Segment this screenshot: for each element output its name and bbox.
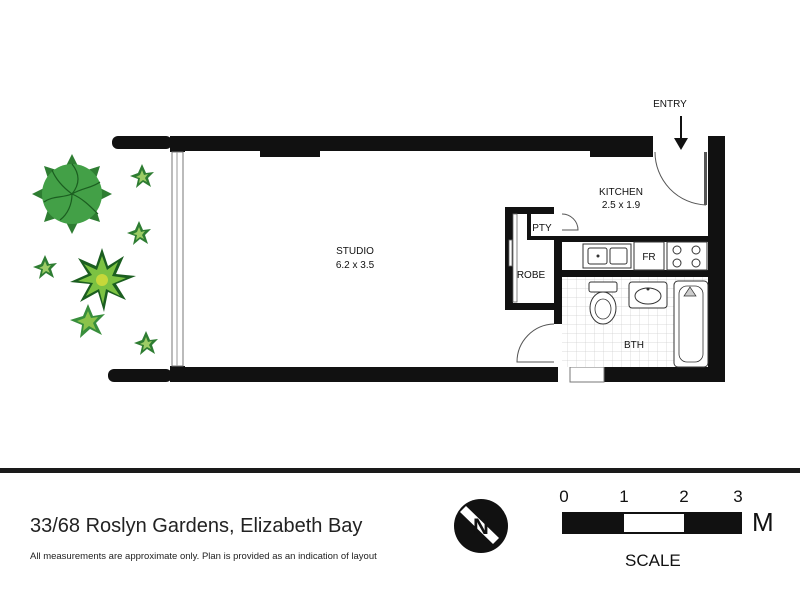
fridge-label: FR	[642, 252, 655, 263]
fridge-icon	[633, 241, 665, 271]
basin-icon	[628, 281, 668, 309]
compass-letter: N	[473, 514, 489, 539]
kitchen-sink-icon	[582, 243, 632, 269]
balcony-rails	[108, 136, 172, 382]
plant-spiky-icon	[70, 248, 136, 312]
scale-tick-2: 2	[679, 487, 689, 506]
entry-label: ENTRY	[653, 99, 687, 110]
cooktop-icon	[666, 241, 708, 271]
scale-tick-0: 0	[559, 487, 569, 506]
scale-tick-1: 1	[619, 487, 629, 506]
pantry-door[interactable]	[561, 213, 579, 231]
scale-segment-black	[684, 512, 742, 534]
plant-medium-icon	[70, 304, 105, 338]
plant-small-icon	[33, 255, 57, 279]
property-address: 33/68 Roslyn Gardens, Elizabeth Bay	[30, 515, 363, 537]
footer-divider	[0, 468, 800, 473]
balcony-sliding-door[interactable]	[171, 151, 184, 367]
scale-segment-black	[562, 512, 624, 534]
robe-sliding-door[interactable]	[508, 213, 518, 303]
robe-label: ROBE	[517, 270, 546, 281]
studio-dims: 6.2 x 3.5	[336, 260, 375, 271]
kitchen-label: KITCHEN	[599, 187, 643, 198]
plant-small-icon	[127, 221, 151, 245]
plant-small-icon	[130, 164, 154, 188]
bathroom-window	[569, 366, 605, 383]
scale-title: SCALE	[625, 551, 681, 570]
entry-arrow-icon	[674, 116, 688, 150]
bathtub-icon	[673, 280, 709, 368]
disclaimer-text: All measurements are approximate only. P…	[30, 551, 377, 562]
scale-unit: M	[752, 507, 774, 537]
entry-door[interactable]	[654, 151, 707, 206]
bathroom-door[interactable]	[516, 323, 555, 363]
exterior-walls	[170, 136, 725, 382]
toilet-icon	[588, 281, 618, 325]
scale-tick-3: 3	[733, 487, 743, 506]
north-arrow-icon: N	[454, 499, 508, 553]
studio-label: STUDIO	[336, 246, 374, 257]
plant-small-icon	[134, 331, 158, 355]
plant-large-icon	[32, 154, 112, 234]
bathroom-label: BTH	[624, 340, 644, 351]
kitchen-dims: 2.5 x 1.9	[602, 200, 641, 211]
scale-segment-white	[622, 512, 686, 534]
pantry-label: PTY	[532, 223, 552, 234]
